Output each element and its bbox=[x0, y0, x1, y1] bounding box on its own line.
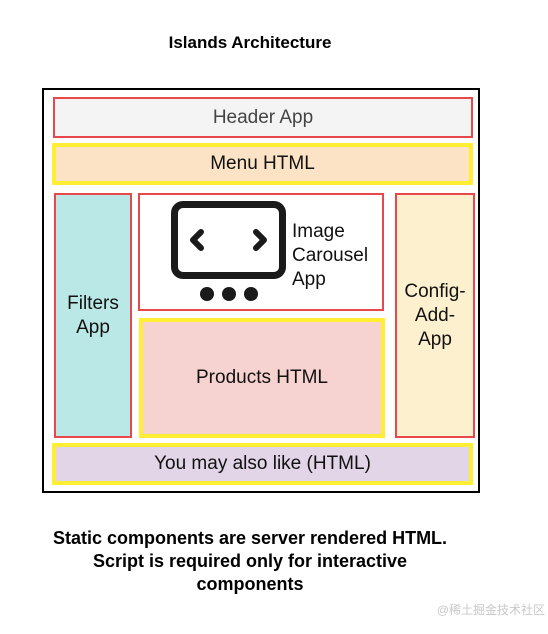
caption-line1: Static components are server rendered HT… bbox=[52, 528, 448, 548]
watermark: @稀土掘金技术社区 bbox=[436, 603, 545, 617]
also-like-label: You may also like (HTML) bbox=[154, 453, 371, 474]
carousel-label-line1: Image bbox=[292, 221, 345, 242]
header-app-label: Header App bbox=[212, 106, 314, 128]
filters-label-line2: App bbox=[76, 316, 110, 338]
pagination-dot bbox=[222, 287, 236, 301]
diagram-caption: Static components are server rendered HT… bbox=[10, 527, 490, 596]
menu-html-label: Menu HTML bbox=[210, 153, 315, 174]
config-label-line2: Add- bbox=[414, 304, 456, 326]
header-app-island: Header App bbox=[53, 97, 473, 138]
config-add-app-label: Config- Add- App bbox=[404, 280, 465, 352]
pagination-dots-icon bbox=[200, 287, 214, 301]
diagram-title: Islands Architecture bbox=[168, 33, 332, 52]
filters-app-island: Filters App bbox=[54, 193, 132, 438]
filters-label-line1: Filters bbox=[67, 292, 119, 314]
chevron-right-icon bbox=[253, 229, 267, 251]
products-html-label: Products HTML bbox=[196, 367, 328, 388]
carousel-label-line3: App bbox=[292, 269, 326, 290]
carousel-chevrons bbox=[190, 229, 267, 251]
carousel-label-line2: Carousel bbox=[292, 245, 369, 266]
caption-line2: Script is required only for interactive bbox=[92, 551, 408, 571]
config-label-line1: Config- bbox=[404, 280, 466, 302]
caption-line3: components bbox=[196, 574, 304, 594]
image-carousel-icon bbox=[171, 201, 286, 279]
pagination-dot bbox=[244, 287, 258, 301]
filters-app-label: Filters App bbox=[67, 292, 119, 340]
menu-html-static: Menu HTML bbox=[52, 143, 473, 185]
image-carousel-app-label: Image Carousel App bbox=[292, 220, 382, 292]
config-add-app-island: Config- Add- App bbox=[395, 193, 475, 438]
products-html-static: Products HTML bbox=[139, 318, 385, 438]
config-label-line3: App bbox=[418, 328, 452, 350]
also-like-html-static: You may also like (HTML) bbox=[52, 443, 473, 485]
chevron-left-icon bbox=[190, 229, 204, 251]
